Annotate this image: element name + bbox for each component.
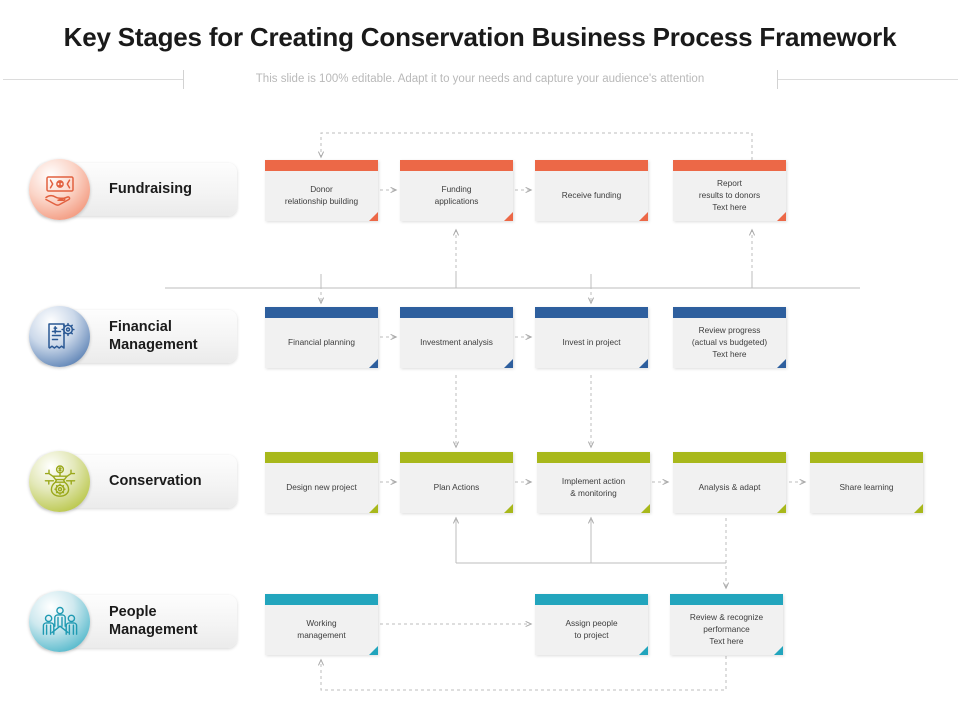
row-label-financial-management[interactable]: Financial Management xyxy=(29,306,237,367)
box-corner-marker xyxy=(914,504,923,513)
box-accent-bar xyxy=(265,307,378,318)
step-label: Report results to donors Text here xyxy=(698,178,761,212)
box-accent-bar xyxy=(400,307,513,318)
box-corner-marker xyxy=(369,504,378,513)
row-label-people-management[interactable]: People Management xyxy=(29,591,237,652)
box-corner-marker xyxy=(774,646,783,655)
invoice-gear-icon xyxy=(29,306,90,367)
decorative-tick-right xyxy=(777,70,778,89)
box-corner-marker xyxy=(777,212,786,221)
box-corner-marker xyxy=(777,504,786,513)
box-corner-marker xyxy=(777,359,786,368)
slide-subtitle: This slide is 100% editable. Adapt it to… xyxy=(255,73,705,85)
box-accent-bar xyxy=(673,452,786,463)
box-accent-bar xyxy=(265,594,378,605)
step-label: Financial planning xyxy=(288,337,355,348)
step-box[interactable]: Share learning xyxy=(810,452,923,513)
box-corner-marker xyxy=(369,646,378,655)
step-label: Design new project xyxy=(286,482,357,493)
box-accent-bar xyxy=(265,160,378,171)
step-label: Receive funding xyxy=(561,190,622,201)
box-accent-bar xyxy=(535,594,648,605)
step-label: Funding applications xyxy=(434,184,479,206)
box-corner-marker xyxy=(504,504,513,513)
box-accent-bar xyxy=(265,452,378,463)
step-label: Investment analysis xyxy=(420,337,493,348)
step-box[interactable]: Review & recognize performance Text here xyxy=(670,594,783,655)
step-box[interactable]: Invest in project xyxy=(535,307,648,368)
box-accent-bar xyxy=(673,307,786,318)
box-corner-marker xyxy=(369,212,378,221)
decorative-tick-left xyxy=(183,70,184,89)
money-hand-icon xyxy=(29,159,90,220)
step-box[interactable]: Receive funding xyxy=(535,160,648,221)
row-label-text: Financial Management xyxy=(109,319,198,353)
step-box[interactable]: Implement action & monitoring xyxy=(537,452,650,513)
step-box[interactable]: Working management xyxy=(265,594,378,655)
row-label-conservation[interactable]: Conservation xyxy=(29,451,237,512)
box-corner-marker xyxy=(639,212,648,221)
box-corner-marker xyxy=(639,646,648,655)
step-box[interactable]: Funding applications xyxy=(400,160,513,221)
step-box[interactable]: Analysis & adapt xyxy=(673,452,786,513)
box-corner-marker xyxy=(369,359,378,368)
step-label: Implement action & monitoring xyxy=(561,476,626,498)
step-label: Review progress (actual vs budgeted) Tex… xyxy=(691,325,768,359)
box-accent-bar xyxy=(537,452,650,463)
box-accent-bar xyxy=(670,594,783,605)
decorative-line-right xyxy=(778,79,958,80)
step-box[interactable]: Donor relationship building xyxy=(265,160,378,221)
box-corner-marker xyxy=(504,212,513,221)
step-box[interactable]: Financial planning xyxy=(265,307,378,368)
people-group-icon xyxy=(29,591,90,652)
step-label: Invest in project xyxy=(562,337,621,348)
row-label-text: Conservation xyxy=(109,472,202,489)
conservation-network-icon xyxy=(29,451,90,512)
step-box[interactable]: Assign people to project xyxy=(535,594,648,655)
page-title: Key Stages for Creating Conservation Bus… xyxy=(63,22,897,52)
box-accent-bar xyxy=(810,452,923,463)
step-box[interactable]: Plan Actions xyxy=(400,452,513,513)
box-accent-bar xyxy=(400,452,513,463)
box-accent-bar xyxy=(400,160,513,171)
step-label: Working management xyxy=(297,618,346,640)
box-corner-marker xyxy=(504,359,513,368)
step-box[interactable]: Report results to donors Text here xyxy=(673,160,786,221)
row-label-text: People Management xyxy=(109,604,198,638)
step-label: Analysis & adapt xyxy=(698,482,761,493)
step-label: Review & recognize performance Text here xyxy=(689,612,764,646)
box-accent-bar xyxy=(535,160,648,171)
step-box[interactable]: Review progress (actual vs budgeted) Tex… xyxy=(673,307,786,368)
step-label: Share learning xyxy=(839,482,894,493)
decorative-line-left xyxy=(3,79,183,80)
step-label: Donor relationship building xyxy=(284,184,359,206)
step-box[interactable]: Design new project xyxy=(265,452,378,513)
step-box[interactable]: Investment analysis xyxy=(400,307,513,368)
box-accent-bar xyxy=(535,307,648,318)
row-label-text: Fundraising xyxy=(109,180,192,197)
box-accent-bar xyxy=(673,160,786,171)
step-label: Assign people to project xyxy=(565,618,618,640)
row-label-fundraising[interactable]: Fundraising xyxy=(29,159,237,220)
step-label: Plan Actions xyxy=(433,482,480,493)
box-corner-marker xyxy=(639,359,648,368)
subtitle-row: This slide is 100% editable. Adapt it to… xyxy=(0,66,960,92)
box-corner-marker xyxy=(641,504,650,513)
